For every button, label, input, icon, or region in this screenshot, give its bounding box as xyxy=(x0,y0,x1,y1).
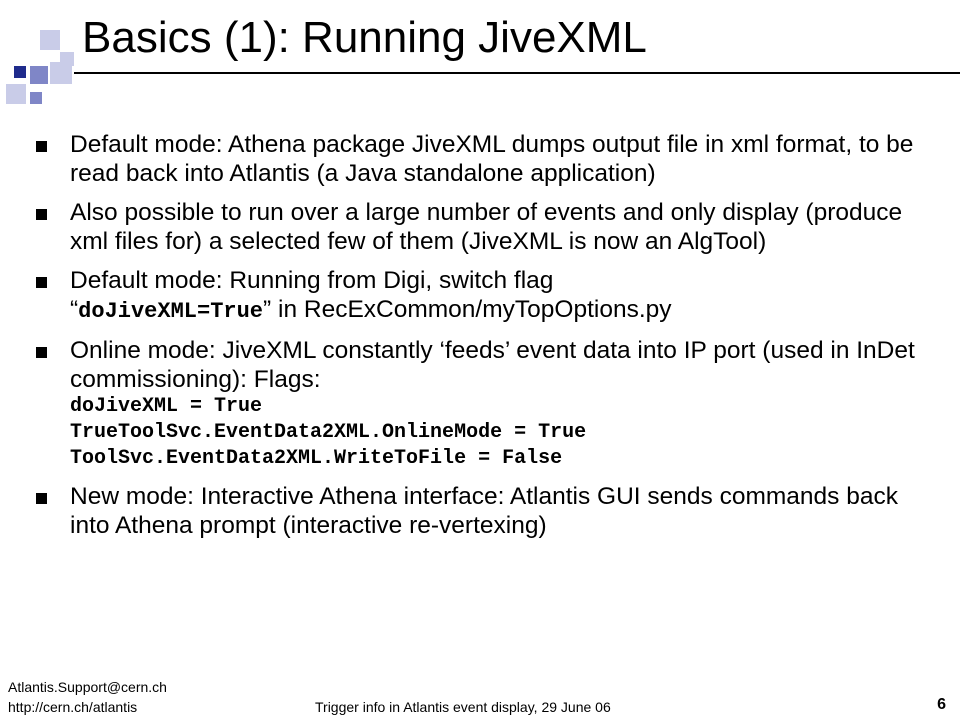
bullet-list: Default mode: Athena package JiveXML dum… xyxy=(36,130,936,550)
square-bullet-icon xyxy=(36,277,47,288)
bullet-text: Online mode: JiveXML constantly ‘feeds’ … xyxy=(70,337,915,393)
page-number: 6 xyxy=(937,696,946,713)
square-bullet-icon xyxy=(36,141,47,152)
code-line: doJiveXML = True xyxy=(70,395,263,418)
footer-email: Atlantis.Support@cern.ch xyxy=(8,679,167,695)
bullet-text-suffix: in RecExCommon/myTopOptions.py xyxy=(271,296,672,323)
square-bullet-icon xyxy=(36,347,47,358)
square-bullet-icon xyxy=(36,493,47,504)
title-divider xyxy=(74,72,960,74)
bullet-item: Default mode: Running from Digi, switch … xyxy=(36,266,936,326)
bullet-text: New mode: Interactive Athena interface: … xyxy=(70,483,898,539)
bullet-text: Default mode: Athena package JiveXML dum… xyxy=(70,131,914,187)
decorative-squares-icon xyxy=(0,0,80,120)
page-title: Basics (1): Running JiveXML xyxy=(82,13,647,62)
bullet-item: Default mode: Athena package JiveXML dum… xyxy=(36,130,936,188)
code-line: TrueToolSvc.EventData2XML.OnlineMode = T… xyxy=(70,421,587,444)
open-quote: “ xyxy=(70,296,79,323)
footer-contact: Atlantis.Support@cern.ch http://cern.ch/… xyxy=(8,677,167,717)
bullet-text: Also possible to run over a large number… xyxy=(70,199,903,255)
bullet-text: Default mode: Running from Digi, switch … xyxy=(70,267,554,294)
bullet-item: Online mode: JiveXML constantly ‘feeds’ … xyxy=(36,336,936,472)
flag-code: doJiveXML=True xyxy=(78,299,264,324)
footer-url: http://cern.ch/atlantis xyxy=(8,699,138,715)
bullet-item: Also possible to run over a large number… xyxy=(36,198,936,256)
bullet-item: New mode: Interactive Athena interface: … xyxy=(36,482,936,540)
code-line: ToolSvc.EventData2XML.WriteToFile = Fals… xyxy=(70,447,563,470)
close-quote: ” xyxy=(263,296,272,323)
footer-caption: Trigger info in Atlantis event display, … xyxy=(315,699,611,715)
square-bullet-icon xyxy=(36,209,47,220)
